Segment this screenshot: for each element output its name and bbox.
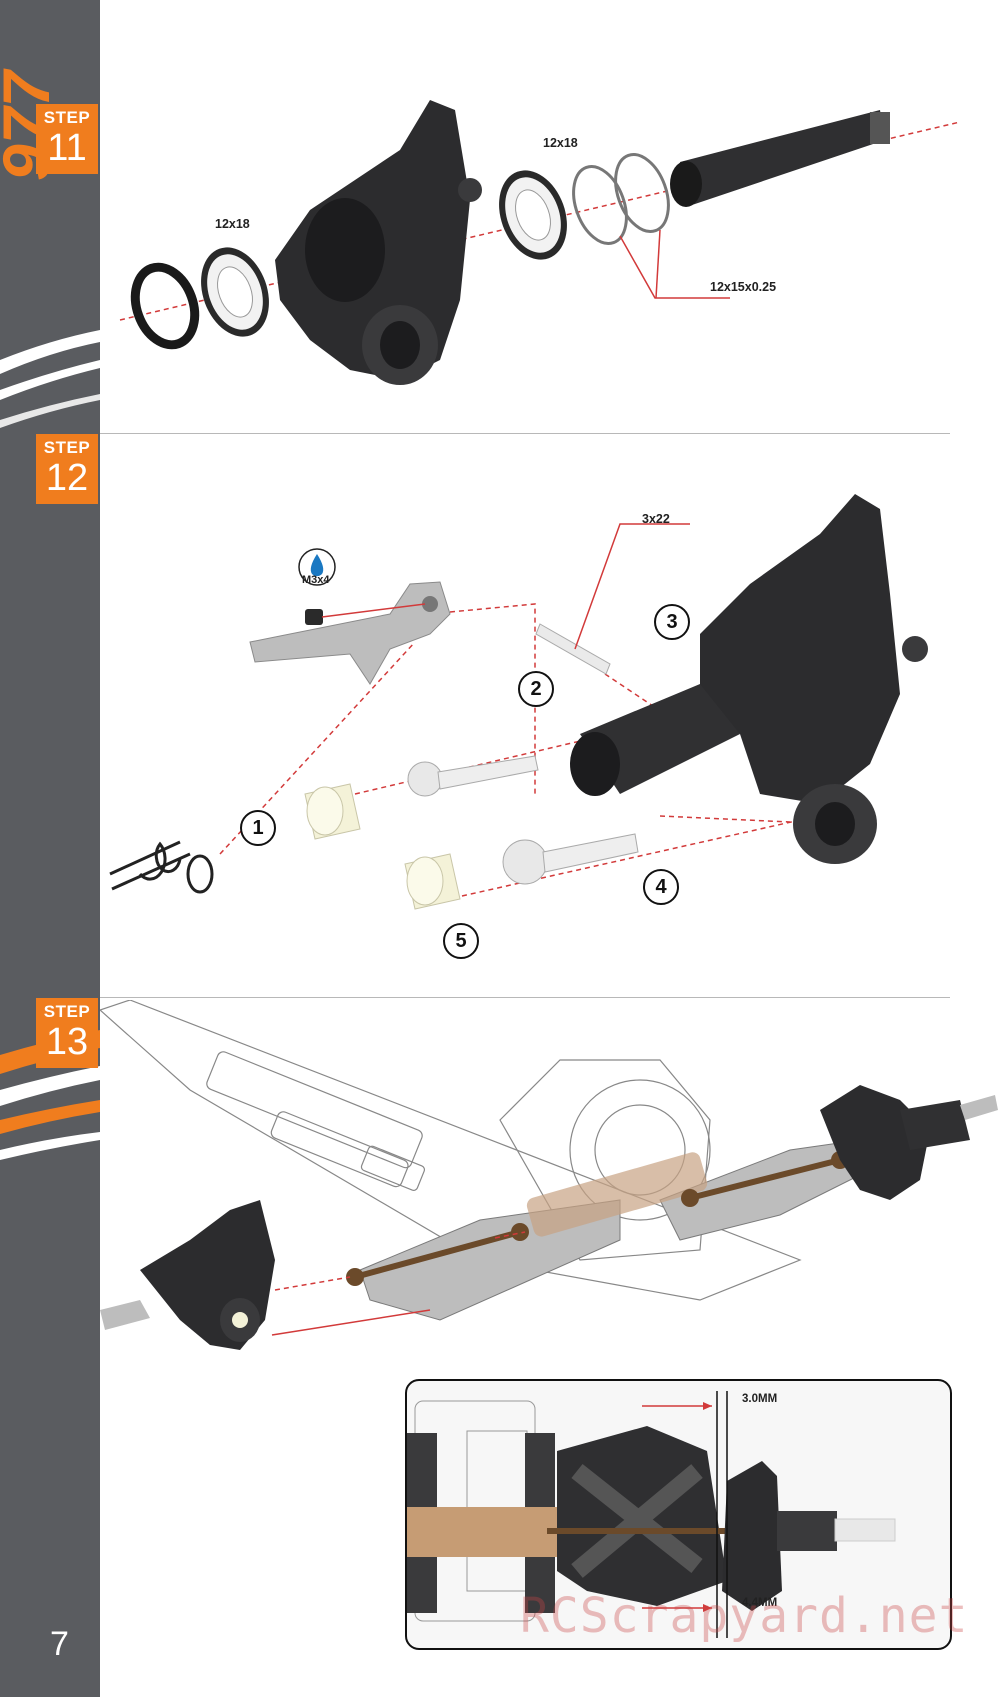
steering-arm-icon <box>249 581 451 685</box>
dimension-top: 3.0MM <box>742 1393 778 1405</box>
step11-illustration <box>119 100 961 385</box>
section-divider <box>100 433 950 434</box>
step-number: 11 <box>47 127 87 169</box>
callout-3: 3 <box>654 604 690 640</box>
pin-icon <box>535 623 611 675</box>
sidebar: 977 7 <box>0 0 100 1697</box>
step12-illustration <box>109 494 928 910</box>
shim-size: 12x15x0.25 <box>710 280 777 294</box>
shim-icon <box>572 165 628 245</box>
bearing-size-right: 12x18 <box>543 136 578 150</box>
gearbox-icon <box>499 1059 711 1261</box>
grub-screw-icon <box>305 609 323 625</box>
step-number: 13 <box>45 1021 89 1063</box>
dimension-bottom: 4.4MM <box>742 1597 778 1609</box>
detail-illustration <box>407 1391 896 1638</box>
shim-icon <box>614 153 670 233</box>
diff-output-icon <box>526 1152 708 1237</box>
watermark: RCScrapyard.net <box>520 1588 969 1644</box>
diff-output-icon <box>407 1507 557 1557</box>
step-label: STEP <box>43 1002 91 1021</box>
callout-2: 2 <box>518 671 554 707</box>
hub-carrier-icon <box>275 100 482 385</box>
step-badge-12: STEP 12 <box>36 434 98 504</box>
hub-carrier-icon <box>722 1461 782 1611</box>
callout-1: 1 <box>240 810 276 846</box>
driveshaft-icon <box>689 1157 841 1201</box>
callout-5: 5 <box>443 923 479 959</box>
step13-illustration <box>100 1000 998 1350</box>
pin-size: 3x22 <box>642 512 670 526</box>
axle-icon <box>670 110 890 207</box>
section-divider <box>100 997 950 998</box>
chassis-plate-icon <box>100 1000 802 1301</box>
page-number: 7 <box>50 1625 69 1663</box>
step-label: STEP <box>43 108 91 127</box>
hub-carrier-icon <box>100 1200 275 1350</box>
hub-carrier-icon <box>570 494 928 864</box>
sidebar-swooshes <box>0 330 100 1160</box>
bearing-size-left: 12x18 <box>215 217 250 231</box>
step-badge-13: STEP 13 <box>36 998 98 1068</box>
hub-carrier-icon <box>820 1085 998 1200</box>
o-ring-icon <box>130 262 200 350</box>
ball-stud-icon <box>502 839 548 885</box>
driveshaft-icon <box>354 1229 521 1280</box>
spring-clip-icon <box>109 840 214 894</box>
callout-4: 4 <box>643 869 679 905</box>
ball-stud-icon <box>407 761 443 797</box>
step-number: 12 <box>45 457 89 499</box>
step-badge-11: STEP 11 <box>36 104 98 174</box>
step-label: STEP <box>43 438 91 457</box>
grub-screw-size: M3x4 <box>302 574 330 586</box>
detail-inset: 3.0MM 4.4MM <box>405 1379 952 1650</box>
